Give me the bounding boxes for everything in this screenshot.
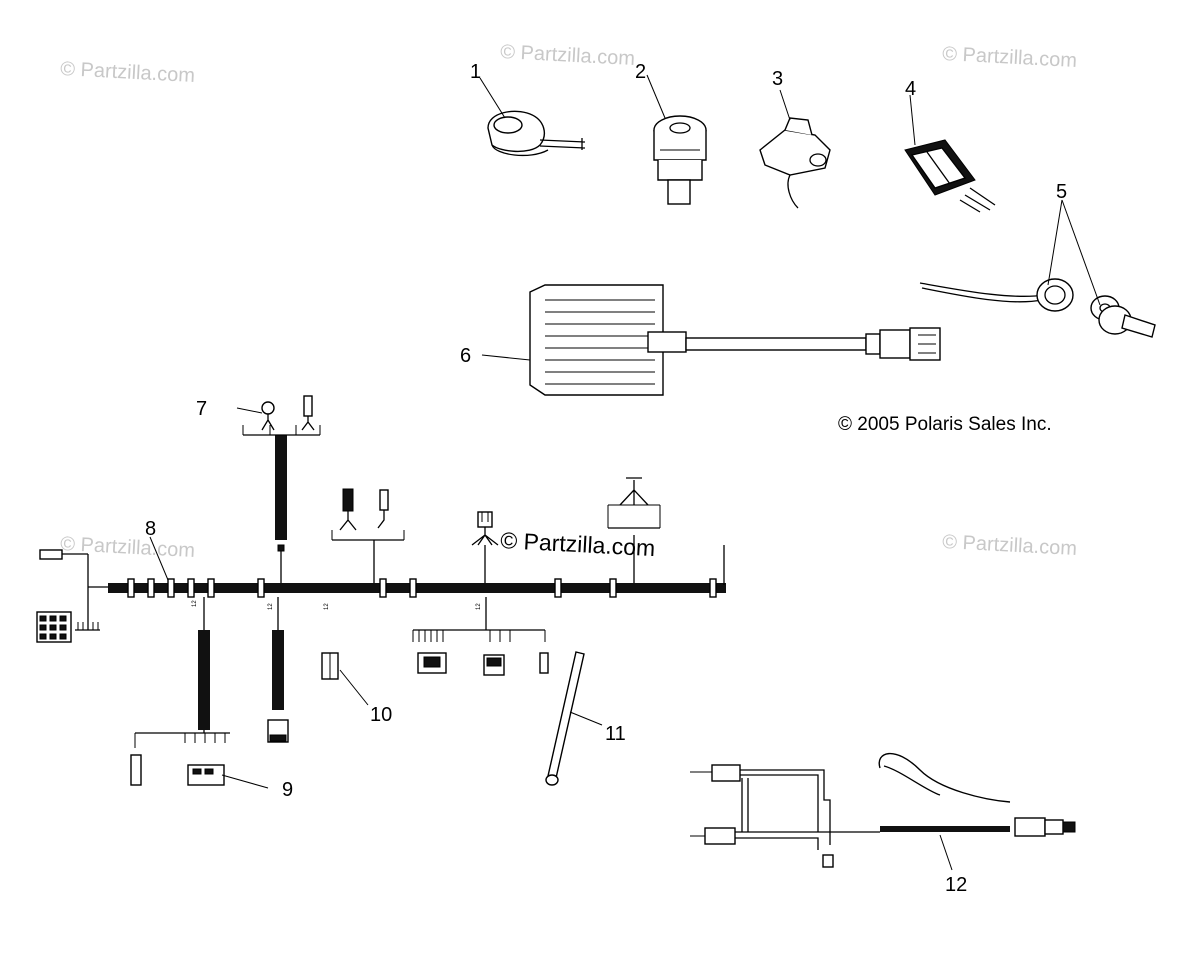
callout-9: 9 <box>282 779 293 801</box>
part-5-indicator <box>919 278 1156 338</box>
callout-6: 6 <box>460 345 471 367</box>
harness-comb-left <box>75 622 100 631</box>
part-1-switch <box>487 110 586 157</box>
branch-label-c: 12 <box>324 603 330 610</box>
watermark-center: © Partzilla.com <box>500 527 656 561</box>
callout-10: 10 <box>370 704 392 726</box>
callout-12: 12 <box>945 874 967 896</box>
callout-5: 5 <box>1056 181 1067 203</box>
callout-1: 1 <box>470 61 481 83</box>
watermark-mid-left: © Partzilla.com <box>60 533 196 562</box>
part-3-switch <box>759 117 831 209</box>
part-12-sub-harness <box>690 752 1076 868</box>
watermark-mid-right: © Partzilla.com <box>942 531 1078 560</box>
callout-3: 3 <box>772 68 783 90</box>
part-2-ignition <box>653 115 707 205</box>
watermark-top-right: © Partzilla.com <box>942 43 1078 72</box>
part-10-clip <box>321 652 339 680</box>
watermark-top-left: © Partzilla.com <box>60 58 196 87</box>
callout-2: 2 <box>635 61 646 83</box>
callout-7: 7 <box>196 398 207 420</box>
copyright-text: © 2005 Polaris Sales Inc. <box>838 414 1052 435</box>
part-6-harness-cover <box>529 284 941 396</box>
part-4-module <box>904 139 996 213</box>
branch-label-b: 12 <box>268 603 274 610</box>
part-11-cable-tie <box>545 651 585 786</box>
part-8-main-harness <box>36 395 726 786</box>
branch-label-a: 12 <box>192 600 198 607</box>
callout-11: 11 <box>605 723 626 745</box>
branch-label-d: 12 <box>476 603 482 610</box>
watermark-top-center: © Partzilla.com <box>500 41 636 70</box>
callout-8: 8 <box>145 518 156 540</box>
callout-4: 4 <box>905 78 916 100</box>
